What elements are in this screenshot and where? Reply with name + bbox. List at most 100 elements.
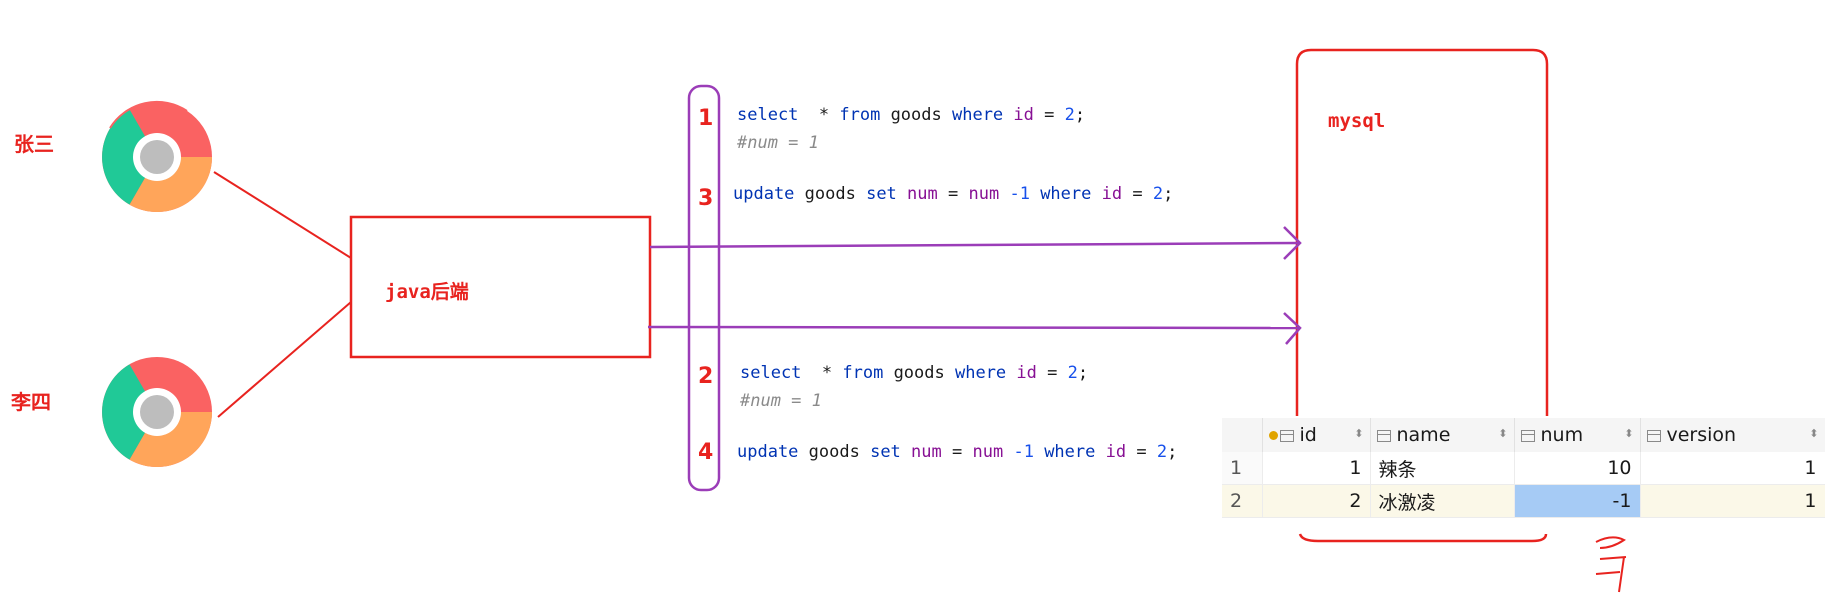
user1-to-backend-line [213,171,352,259]
sql-token [1034,442,1044,462]
cell-id[interactable]: 1 [1262,452,1371,485]
sql-token: id [1013,105,1034,125]
column-header-id[interactable]: id ⬍ [1262,418,1371,452]
sql-token [1003,442,1013,462]
sort-icon[interactable]: ⬍ [1498,427,1508,440]
cell-version[interactable]: 1 [1640,452,1825,485]
cell-version[interactable]: 1 [1640,484,1825,518]
column-header-num[interactable]: num ⬍ [1514,418,1641,452]
table-header-row: id ⬍ name ⬍ num ⬍ version ⬍ [1222,418,1825,452]
sql-token: where [954,363,1007,383]
row-number: 2 [1222,484,1263,518]
sql-token: ; [1077,363,1089,383]
sql-token: num [972,442,1004,462]
user-label-zhangsan: 张三 [14,132,54,156]
cell-num[interactable]: 10 [1514,452,1641,485]
sql-token [1091,184,1101,204]
sql-token: = [1126,442,1157,462]
column-header-version[interactable]: version ⬍ [1640,418,1825,452]
sql-comment-1: #num = 1 [737,133,819,153]
sql-token [1030,184,1040,204]
sql-token: ; [1163,184,1174,204]
sql-token [897,184,907,204]
sql-token [1095,442,1105,462]
sql-token: set [866,184,897,204]
arrowhead-bottom [1283,312,1302,345]
arrow-bottom [647,325,1301,330]
column-header-label: id [1299,424,1317,446]
column-header-name[interactable]: name ⬍ [1370,418,1515,452]
sql-token: id [1101,184,1123,204]
mysql-label: mysql [1328,110,1386,132]
scribble-mark [1595,536,1627,593]
sql-token [1003,105,1013,125]
sql-token: where [951,105,1004,125]
sql-token: where [1040,184,1092,204]
sql-token: 2 [1156,442,1168,462]
sql-token: where [1044,442,1096,462]
sql-token: 2 [1064,105,1075,125]
sql-token: num [968,184,1000,204]
column-icon [1376,429,1391,442]
cell-num-selected[interactable]: -1 [1514,484,1641,518]
sort-icon[interactable]: ⬍ [1624,427,1634,440]
sql-token: from [839,105,881,125]
sql-token: 2 [1152,184,1164,204]
sort-icon[interactable]: ⬍ [1354,427,1364,440]
table-row[interactable]: 1 1 辣条 10 1 [1222,452,1825,485]
cell-name[interactable]: 辣条 [1370,452,1515,485]
sql-update-3: update goods set num = num -1 where id =… [733,184,1173,204]
step-number-4: 4 [698,440,714,465]
sql-token: = [941,442,973,462]
result-table: id ⬍ name ⬍ num ⬍ version ⬍ 1 [1222,418,1825,518]
backend-label: java后端 [385,281,469,303]
sql-token: id [1016,363,1037,383]
result-grid[interactable]: id ⬍ name ⬍ num ⬍ version ⬍ 1 [1222,418,1825,533]
cell-name[interactable]: 冰激凌 [1370,484,1515,518]
sql-token: from [842,363,884,383]
sql-token: set [870,442,901,462]
step-number-3: 3 [698,186,714,211]
user-label-lisi: 李四 [11,390,51,414]
backend-box [349,215,652,359]
chrome-icon [102,101,212,212]
column-icon [1646,429,1661,442]
sql-token: select [737,105,799,125]
sql-token: * [798,105,840,125]
sql-token [1006,363,1016,383]
sql-select-1: select * from goods where id = 2; [737,105,1085,125]
arrow-top [649,241,1301,249]
sort-icon[interactable]: ⬍ [1809,427,1819,440]
step-bracket [687,84,721,492]
sql-token: * [801,363,843,383]
sql-update-4: update goods set num = num -1 where id =… [737,442,1177,462]
column-header-label: num [1540,424,1584,446]
sql-token: = [937,184,969,204]
sql-token [901,442,911,462]
sql-token: num [907,184,938,204]
sql-token: goods [880,105,952,125]
sql-token: = [1122,184,1153,204]
sql-token: goods [798,442,871,462]
primary-key-icon [1268,431,1278,440]
cell-id[interactable]: 2 [1262,484,1371,518]
step-number-1: 1 [698,106,714,131]
column-icon [1520,429,1535,442]
step-number-2: 2 [698,364,714,389]
row-number-header [1222,418,1263,452]
sql-token: goods [883,363,955,383]
table-row[interactable]: 2 2 冰激凌 -1 1 [1222,484,1825,518]
column-header-label: version [1666,424,1737,446]
sql-token: -1 [1013,442,1034,462]
sql-comment-2: #num = 1 [740,391,822,411]
sql-token: ; [1167,442,1178,462]
sql-token: update [737,442,799,462]
sql-token: select [740,363,802,383]
sql-token: num [911,442,942,462]
column-icon [1279,429,1294,442]
sql-token: goods [794,184,867,204]
sql-token: = [1033,105,1065,125]
sql-token: ; [1074,105,1086,125]
row-number: 1 [1222,452,1263,485]
